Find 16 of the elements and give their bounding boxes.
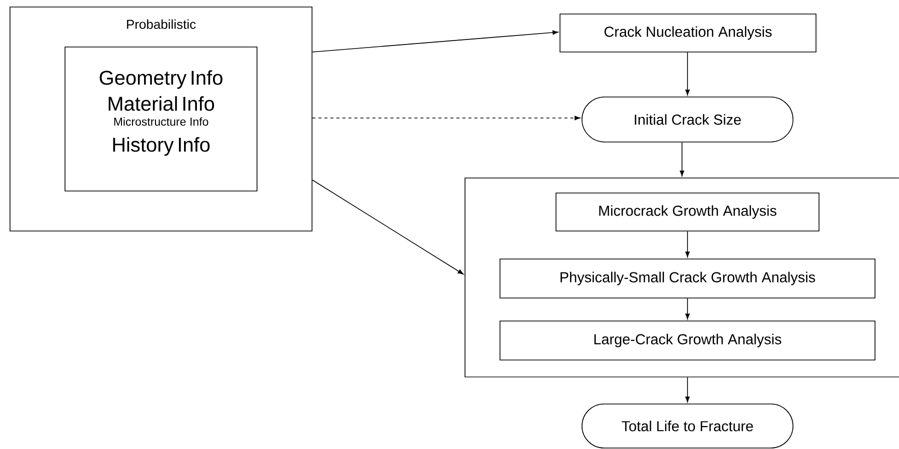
process-box: Physically-Small Crack Growth Analysis bbox=[500, 258, 876, 298]
arrow bbox=[685, 52, 690, 96]
arrow bbox=[685, 298, 690, 320]
process-box: Crack Nucleation Analysis bbox=[560, 14, 816, 52]
process-box: Microcrack Growth Analysis bbox=[556, 192, 820, 232]
terminal-box: Total Life to Fracture bbox=[582, 404, 794, 448]
arrow bbox=[685, 376, 690, 402]
arrow bbox=[312, 116, 580, 120]
arrow bbox=[680, 142, 684, 176]
arrow bbox=[685, 230, 690, 258]
process-box: Geometry Info Material Info Microstructure Info History Info bbox=[64, 46, 258, 192]
arrow bbox=[312, 180, 464, 274]
group-box bbox=[464, 178, 899, 378]
terminal-box: Initial Crack Size bbox=[582, 96, 794, 142]
process-box: Large-Crack Growth Analysis bbox=[500, 320, 876, 360]
arrow bbox=[312, 30, 558, 52]
